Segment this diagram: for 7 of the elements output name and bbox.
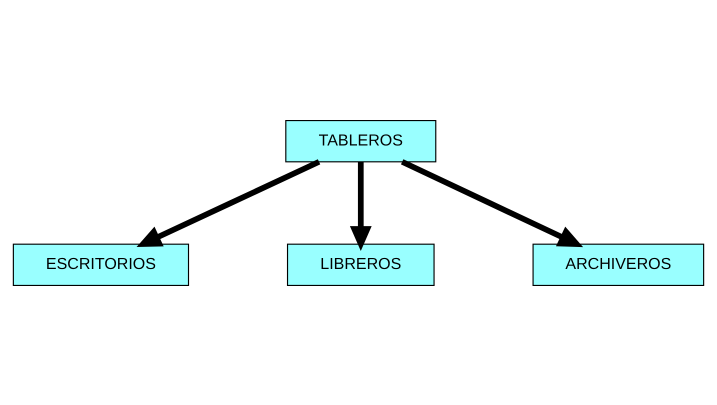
arrow — [136, 158, 320, 247]
node-box: ESCRITORIOS — [12, 243, 190, 286]
node-box: LIBREROS — [286, 243, 435, 286]
node-box: TABLEROS — [285, 120, 436, 162]
arrow — [400, 158, 584, 247]
arrow — [350, 161, 372, 250]
node-box: ARCHIVEROS — [532, 243, 704, 286]
